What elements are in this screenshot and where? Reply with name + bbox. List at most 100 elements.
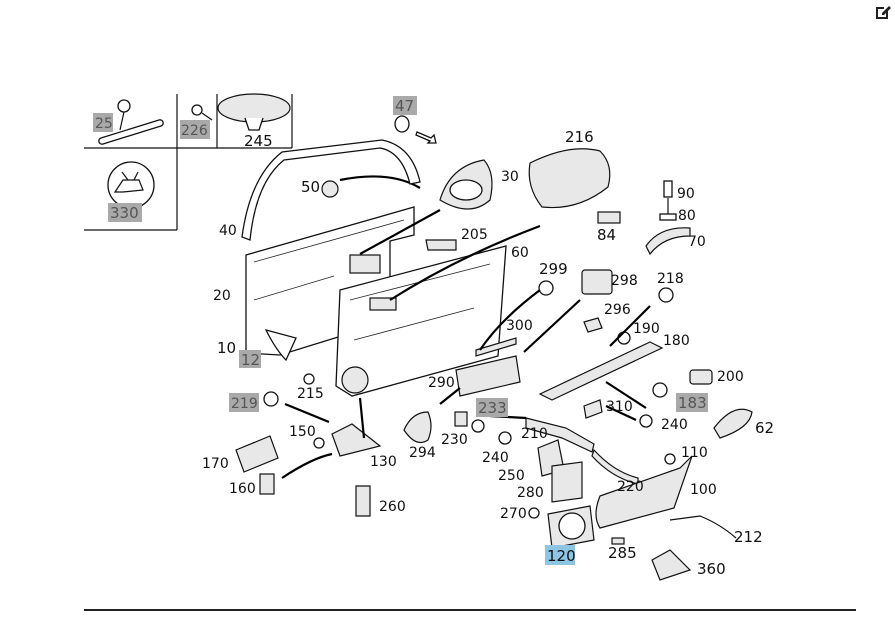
callout-260[interactable]: 260 — [379, 499, 406, 515]
part-233-washer[interactable] — [471, 419, 485, 433]
part-150-nut[interactable] — [313, 437, 325, 449]
part-300-strip[interactable] — [475, 337, 517, 357]
part-70-handle[interactable] — [645, 227, 691, 256]
part-280-trim[interactable] — [551, 461, 583, 503]
callout-20[interactable]: 20 — [213, 288, 231, 304]
callout-280[interactable]: 280 — [517, 485, 544, 501]
callout-310[interactable]: 310 — [606, 399, 633, 415]
callout-120[interactable]: 120 — [547, 547, 576, 565]
part-245-seal[interactable] — [217, 93, 291, 131]
callout-296[interactable]: 296 — [604, 302, 631, 318]
callout-30[interactable]: 30 — [501, 169, 519, 185]
callout-294[interactable]: 294 — [409, 445, 436, 461]
callout-130[interactable]: 130 — [370, 454, 397, 470]
part-80-rod[interactable] — [659, 198, 677, 221]
callout-10[interactable]: 10 — [217, 339, 236, 357]
callout-190[interactable]: 190 — [633, 321, 660, 337]
callout-240-a[interactable]: 240 — [482, 450, 509, 466]
part-218-screw[interactable] — [658, 287, 674, 303]
part-100-armrest[interactable] — [595, 455, 693, 529]
callout-40[interactable]: 40 — [219, 223, 237, 239]
part-130-latch[interactable] — [331, 423, 382, 457]
callout-216[interactable]: 216 — [565, 128, 594, 146]
part-120-speaker[interactable] — [547, 505, 595, 549]
callout-12[interactable]: 12 — [241, 351, 260, 369]
callout-299[interactable]: 299 — [539, 260, 568, 278]
callout-80[interactable]: 80 — [678, 208, 696, 224]
callout-60[interactable]: 60 — [511, 245, 529, 261]
callout-360[interactable]: 360 — [697, 560, 726, 578]
part-240-screw[interactable] — [498, 431, 512, 445]
part-190-nut[interactable] — [617, 331, 631, 345]
part-330-clip[interactable] — [107, 161, 155, 209]
part-290-handle-housing[interactable] — [455, 355, 521, 397]
callout-84[interactable]: 84 — [597, 226, 616, 244]
callout-212[interactable]: 212 — [734, 528, 763, 546]
part-360-bracket[interactable] — [651, 549, 692, 581]
callout-240-b[interactable]: 240 — [661, 417, 688, 433]
part-260-plug[interactable] — [355, 485, 371, 517]
callout-215[interactable]: 215 — [297, 386, 324, 402]
part-310-cap[interactable] — [583, 399, 603, 419]
part-30-speaker-trim[interactable] — [439, 159, 493, 210]
part-183-screw[interactable] — [652, 382, 668, 398]
callout-220[interactable]: 220 — [617, 479, 644, 495]
callout-245[interactable]: 245 — [244, 132, 273, 150]
part-62-cover[interactable] — [713, 408, 753, 439]
screw-part[interactable] — [415, 131, 437, 144]
part-296-clip[interactable] — [583, 317, 603, 333]
callout-50[interactable]: 50 — [301, 178, 320, 196]
part-298-switch[interactable] — [581, 269, 613, 295]
part-212-cable[interactable] — [669, 515, 737, 539]
part-170-lock[interactable] — [235, 435, 279, 473]
callout-62[interactable]: 62 — [755, 419, 774, 437]
part-216-pad[interactable] — [528, 148, 611, 209]
part-285-clip[interactable] — [611, 537, 625, 545]
part-40-window-frame[interactable] — [241, 139, 421, 241]
callout-226[interactable]: 226 — [181, 123, 208, 139]
part-110-nut[interactable] — [664, 453, 676, 465]
callout-250[interactable]: 250 — [498, 468, 525, 484]
callout-25[interactable]: 25 — [95, 116, 113, 132]
callout-230[interactable]: 230 — [441, 432, 468, 448]
callout-330[interactable]: 330 — [110, 204, 139, 222]
part-90-pin[interactable] — [663, 180, 673, 198]
callout-90[interactable]: 90 — [677, 186, 695, 202]
part-226-clip[interactable] — [191, 104, 213, 121]
callout-180[interactable]: 180 — [663, 333, 690, 349]
callout-183[interactable]: 183 — [678, 394, 707, 412]
callout-160[interactable]: 160 — [229, 481, 256, 497]
part-160-part[interactable] — [259, 473, 275, 495]
callout-205[interactable]: 205 — [461, 227, 488, 243]
callout-298[interactable]: 298 — [611, 273, 638, 289]
part-230-clip[interactable] — [454, 411, 468, 427]
callout-285[interactable]: 285 — [608, 544, 637, 562]
edit-icon[interactable] — [874, 3, 892, 21]
part-270-nut[interactable] — [528, 507, 540, 519]
part-50-plug[interactable] — [321, 180, 339, 198]
part-205-bracket[interactable] — [425, 239, 457, 251]
callout-100[interactable]: 100 — [690, 482, 717, 498]
callout-200[interactable]: 200 — [717, 369, 744, 385]
callout-218[interactable]: 218 — [657, 271, 684, 287]
part-180-trim[interactable] — [538, 341, 664, 401]
callout-233[interactable]: 233 — [478, 399, 507, 417]
callout-219[interactable]: 219 — [231, 396, 258, 412]
part-84-clip[interactable] — [597, 211, 621, 224]
callout-210[interactable]: 210 — [521, 426, 548, 442]
callout-300[interactable]: 300 — [506, 318, 533, 334]
callout-270[interactable]: 270 — [500, 506, 527, 522]
part-210-bracket[interactable] — [525, 417, 595, 453]
callout-170[interactable]: 170 — [202, 456, 229, 472]
part-299-screw[interactable] — [538, 280, 554, 296]
callout-150[interactable]: 150 — [289, 424, 316, 440]
callout-110[interactable]: 110 — [681, 445, 708, 461]
part-240-screw-b[interactable] — [639, 414, 653, 428]
part-215-nut[interactable] — [303, 373, 315, 385]
callout-47[interactable]: 47 — [395, 97, 414, 115]
part-219-screw[interactable] — [263, 391, 279, 407]
part-47-grommet[interactable] — [394, 115, 410, 133]
part-294-speaker-grille[interactable] — [403, 411, 432, 443]
callout-70[interactable]: 70 — [688, 234, 706, 250]
part-200-sensor[interactable] — [689, 369, 713, 385]
